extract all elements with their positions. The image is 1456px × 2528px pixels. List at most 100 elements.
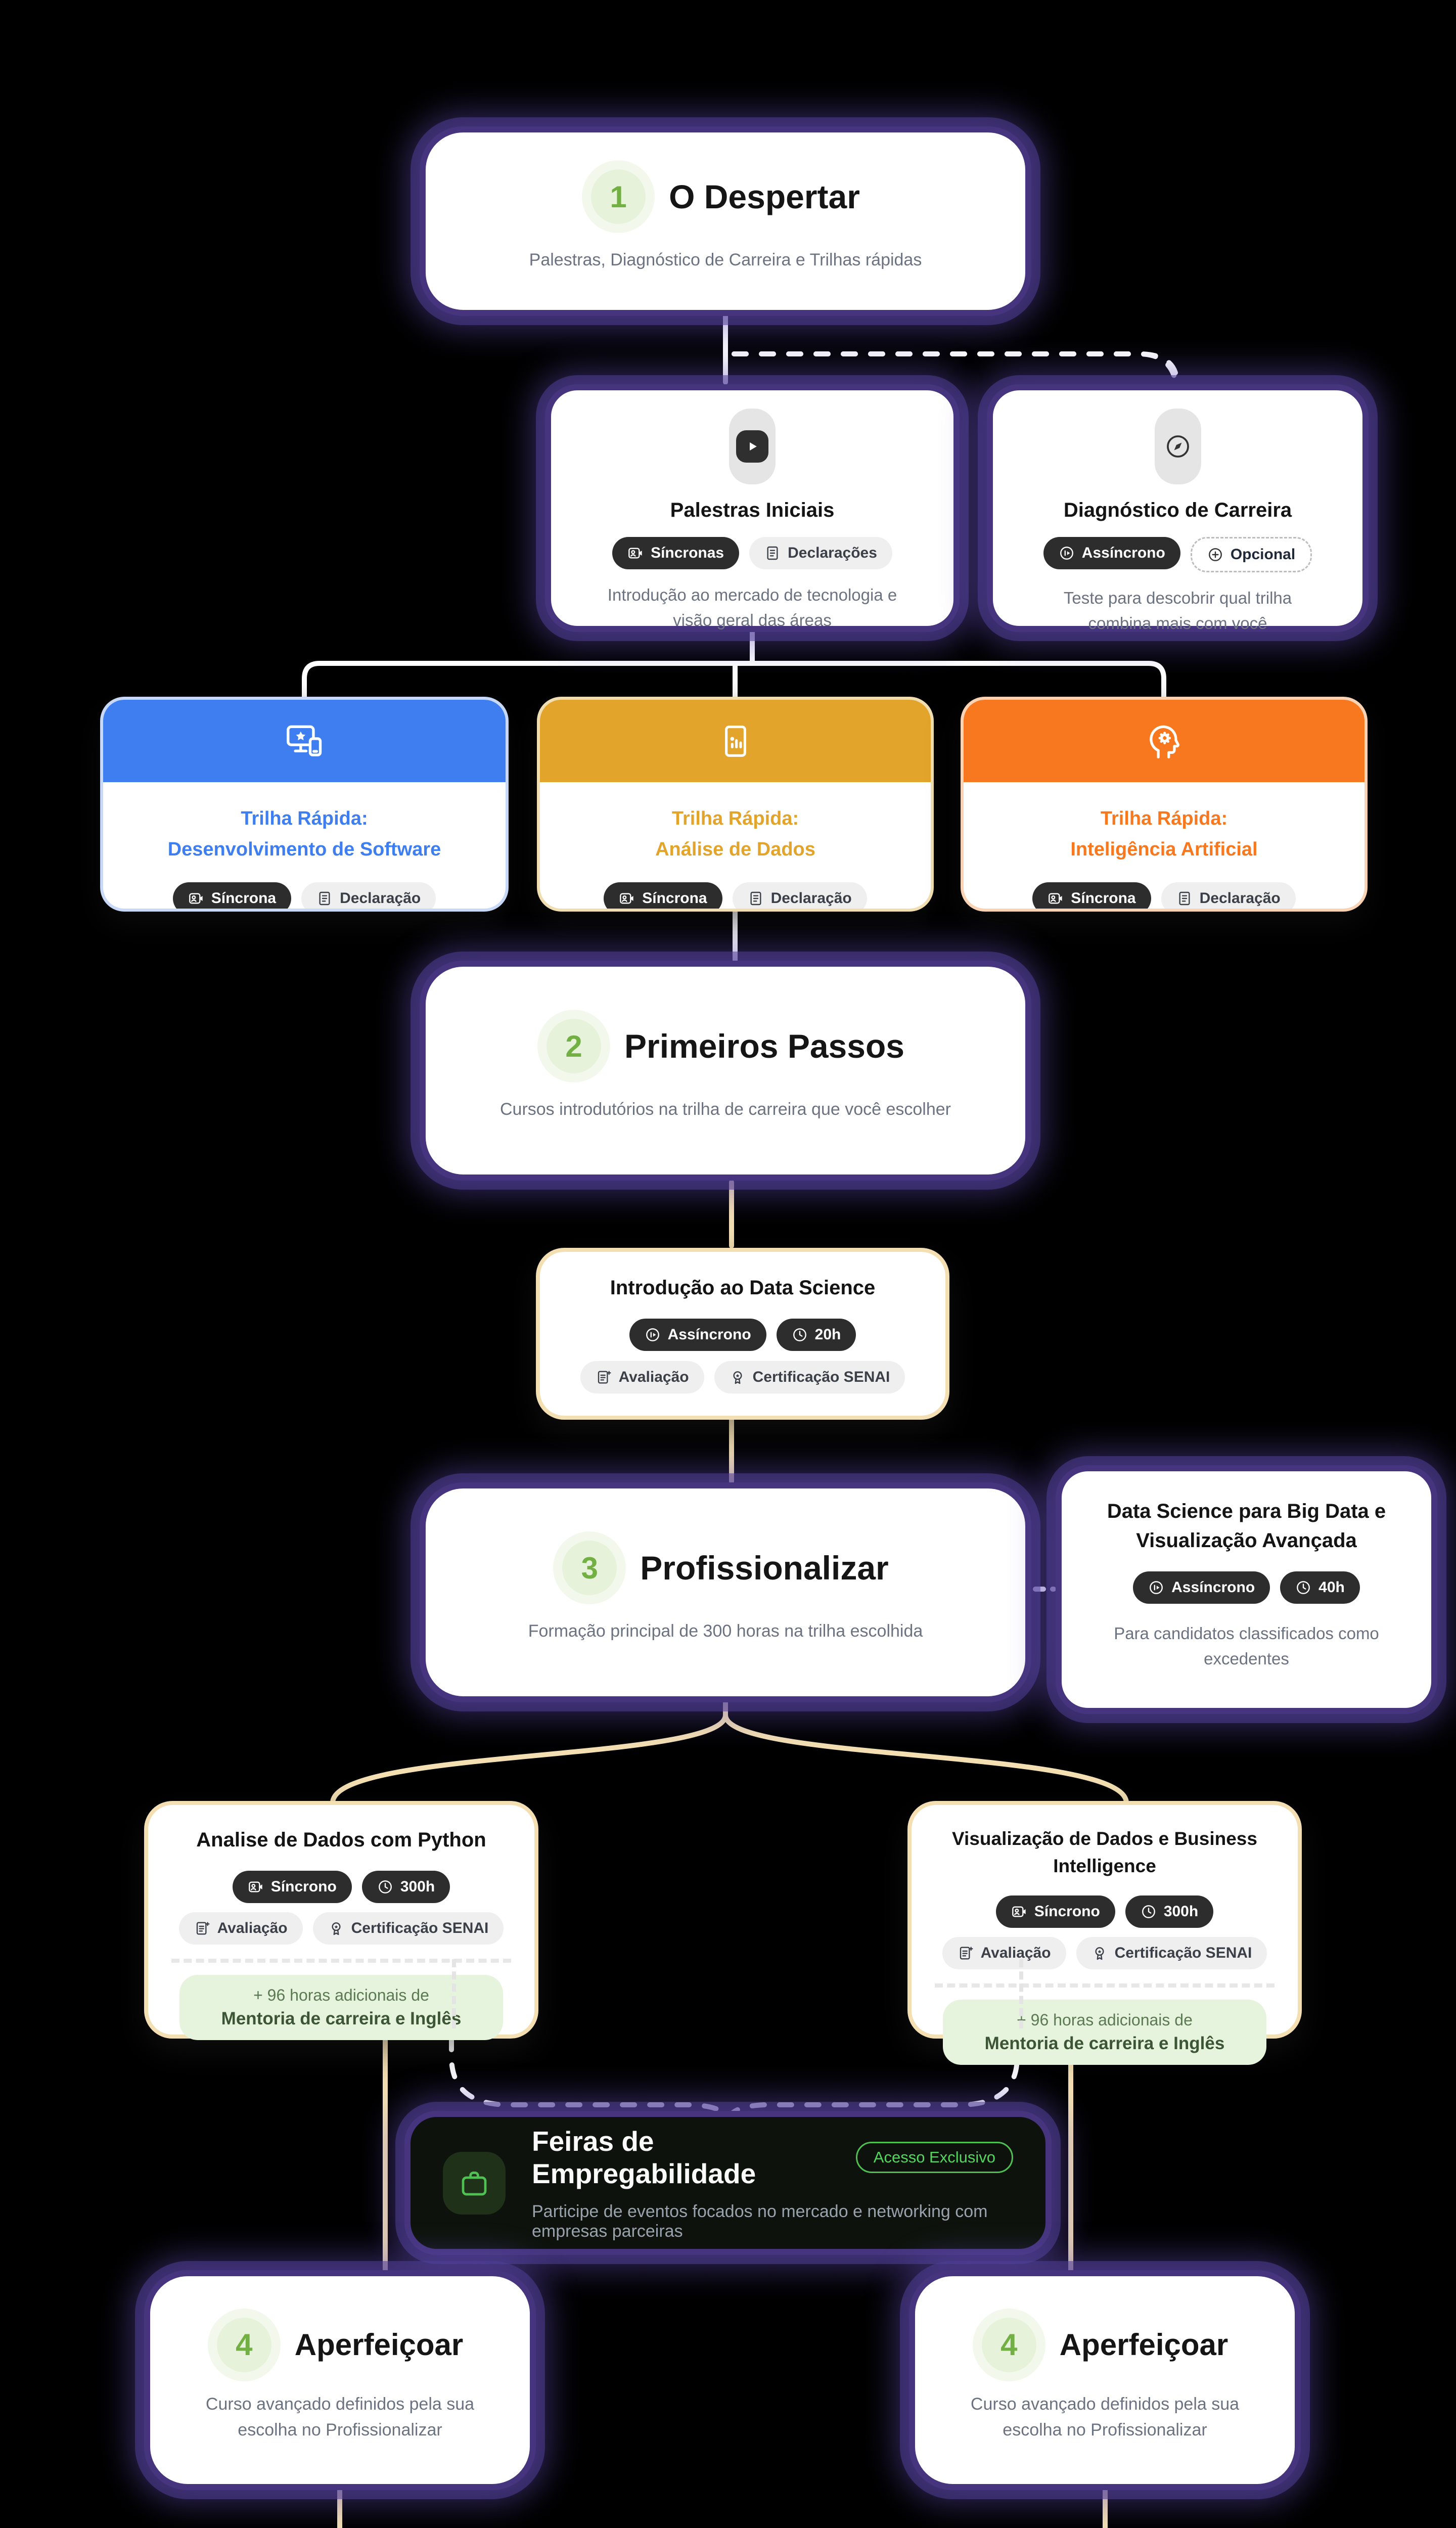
step2-number-badge: 2 <box>547 1019 601 1073</box>
feiras-acesso-badge: Acesso Exclusivo <box>855 2141 1013 2173</box>
medal-icon <box>733 1371 742 1384</box>
badge-declaracao: Declaração <box>1161 882 1296 909</box>
video-camera-icon <box>1012 1906 1026 1917</box>
video-camera-icon <box>189 893 203 904</box>
briefcase-icon <box>462 2171 487 2195</box>
dashed-connector-segment <box>452 1959 456 2028</box>
plus-circle-icon <box>1208 548 1222 561</box>
badge-assincrono: Assíncrono <box>629 1319 766 1351</box>
step2-node[interactable]: 2 Primeiros Passos Cursos introdutórios … <box>420 961 1031 1181</box>
badge-declaracao: Declaração <box>301 882 436 909</box>
step1-subtitle: Palestras, Diagnóstico de Carreira e Tri… <box>529 250 922 269</box>
badge-40h: 40h <box>1280 1571 1360 1604</box>
document-icon <box>1179 891 1190 905</box>
step1-content: 1 O Despertar Palestras, Diagnóstico de … <box>426 132 1025 310</box>
diagnostico-title: Diagnóstico de Carreira <box>1063 499 1292 521</box>
clock-icon <box>1142 1905 1155 1919</box>
palestras-card[interactable]: Palestras Iniciais Síncronas Declarações… <box>545 384 960 632</box>
python-mentoria-note: + 96 horas adicionais de Mentoria de car… <box>179 1975 503 2040</box>
step1-node[interactable]: 1 O Despertar Palestras, Diagnóstico de … <box>420 126 1031 316</box>
badge-avaliacao: Avaliação <box>942 1937 1066 1970</box>
document-plus-icon <box>960 1947 973 1960</box>
feiras-description: Participe de eventos focados no mercado … <box>532 2201 988 2241</box>
step3-number-badge: 3 <box>562 1541 617 1595</box>
step1-number-badge: 1 <box>591 169 646 224</box>
document-icon <box>750 891 761 905</box>
intro-data-science-card[interactable]: Introdução ao Data Science Assíncrono 20… <box>536 1248 949 1420</box>
badge-sincrono: Síncrono <box>232 1871 352 1903</box>
trilha-ia-title: Trilha Rápida: Inteligência Artificial <box>1070 808 1258 860</box>
step4-right-subtitle: Curso avançado definidos pela sua escolh… <box>970 2394 1240 2440</box>
badge-assincrono: Assíncrono <box>1133 1571 1270 1604</box>
compass-icon <box>1166 435 1189 458</box>
dashed-connector-segment <box>1019 1959 1023 2028</box>
step2-title: Primeiros Passos <box>624 1027 904 1065</box>
badge-300h: 300h <box>1125 1895 1214 1928</box>
big-data-title: Data Science para Big Data e Visualizaçã… <box>1107 1500 1386 1552</box>
compass-tile <box>1154 409 1201 484</box>
badge-sincrona: Síncrona <box>172 882 292 909</box>
badge-declaracao: Declaração <box>732 882 867 909</box>
step4-right-title: Aperfeiçoar <box>1059 2328 1228 2362</box>
video-play-icon <box>736 430 768 463</box>
document-icon <box>319 891 330 905</box>
step3-subtitle: Formação principal de 300 horas na trilh… <box>528 1621 923 1641</box>
dashed-separator <box>171 1959 511 1963</box>
badge-avaliacao: Avaliação <box>178 1912 303 1945</box>
document-plus-icon <box>598 1371 611 1384</box>
trilha-dados-title: Trilha Rápida: Análise de Dados <box>655 808 815 860</box>
document-plus-icon <box>196 1922 210 1935</box>
video-tile <box>729 409 776 484</box>
trilha-software-title: Trilha Rápida: Desenvolvimento de Softwa… <box>167 808 441 860</box>
badge-20h: 20h <box>776 1319 856 1351</box>
trilha-dados-card[interactable]: Trilha Rápida: Análise de Dados Síncrona… <box>537 697 934 912</box>
step4-left-subtitle: Curso avançado definidos pela sua escolh… <box>205 2394 475 2440</box>
badge-opcional: Opcional <box>1190 537 1312 572</box>
step4-left-node[interactable]: 4 Aperfeiçoar Curso avançado definidos p… <box>144 2270 536 2490</box>
feiras-card[interactable]: Feiras de Empregabilidade Acesso Exclusi… <box>404 2111 1052 2255</box>
badge-sincrono: Síncrono <box>995 1895 1115 1928</box>
badge-certificacao: Certificação SENAI <box>1076 1937 1267 1970</box>
trilha-software-card[interactable]: Trilha Rápida: Desenvolvimento de Softwa… <box>100 697 509 912</box>
dashed-separator <box>935 1983 1275 1988</box>
big-data-card[interactable]: Data Science para Big Data e Visualizaçã… <box>1056 1465 1437 1714</box>
step2-subtitle: Cursos introdutórios na trilha de carrei… <box>499 1100 951 1119</box>
video-camera-icon <box>620 893 633 904</box>
bar-chart-icon <box>724 725 746 757</box>
devices-star-icon <box>287 725 322 756</box>
video-camera-icon <box>248 1881 262 1892</box>
intro-ds-title: Introdução ao Data Science <box>610 1277 876 1299</box>
python-card[interactable]: Analise de Dados com Python Síncrono 300… <box>144 1801 538 2040</box>
badge-declaracoes: Declarações <box>749 537 892 569</box>
medal-icon <box>1095 1947 1104 1960</box>
palestras-description: Introdução ao mercado de tecnologia e vi… <box>607 585 897 629</box>
step3-node[interactable]: 3 Profissionalizar Formação principal de… <box>420 1482 1031 1702</box>
head-gear-icon <box>1149 725 1179 758</box>
play-pause-circle-icon <box>1150 1581 1163 1594</box>
palestras-title: Palestras Iniciais <box>670 499 835 521</box>
badge-300h: 300h <box>361 1871 450 1903</box>
step4-right-number-badge: 4 <box>981 2317 1036 2372</box>
clock-icon <box>378 1880 392 1893</box>
play-pause-circle-icon <box>646 1328 659 1341</box>
step3-title: Profissionalizar <box>640 1549 889 1587</box>
bi-mentoria-note: + 96 horas adicionais de Mentoria de car… <box>943 2000 1266 2065</box>
clock-icon <box>793 1328 806 1341</box>
document-icon <box>767 546 778 560</box>
badge-sincronas: Síncronas <box>612 537 740 569</box>
python-title: Analise de Dados com Python <box>196 1829 486 1851</box>
trilha-ia-card[interactable]: Trilha Rápida: Inteligência Artificial S… <box>961 697 1368 912</box>
briefcase-tile <box>443 2151 506 2215</box>
feiras-title: Feiras de Empregabilidade <box>532 2125 756 2189</box>
diagnostico-description: Teste para descobrir qual trilha combina… <box>1063 589 1292 633</box>
video-camera-icon <box>1049 893 1062 904</box>
bi-card[interactable]: Visualização de Dados e Business Intelli… <box>907 1801 1302 2065</box>
step4-right-node[interactable]: 4 Aperfeiçoar Curso avançado definidos p… <box>909 2270 1301 2490</box>
step4-left-title: Aperfeiçoar <box>294 2328 464 2362</box>
bi-title: Visualização de Dados e Business Intelli… <box>952 1828 1257 1876</box>
diagnostico-card[interactable]: Diagnóstico de Carreira Assíncrono Opcio… <box>987 384 1369 633</box>
step1-title: O Despertar <box>669 178 860 215</box>
clock-icon <box>1297 1581 1310 1594</box>
